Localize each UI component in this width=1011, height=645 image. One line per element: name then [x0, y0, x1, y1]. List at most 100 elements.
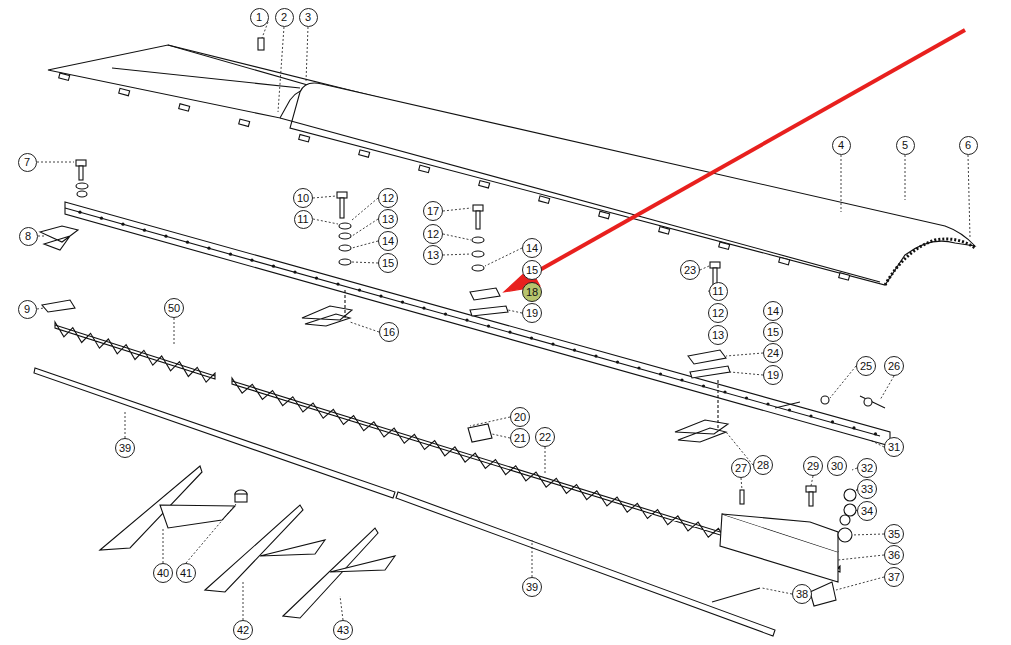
callout-number: 23: [684, 265, 696, 276]
callout-number: 33: [861, 484, 873, 495]
callout-number: 15: [767, 327, 779, 338]
callout-number: 14: [382, 236, 394, 247]
callout-circle: 12: [708, 303, 728, 323]
callout-number: 36: [888, 550, 900, 561]
callout-circle: 40: [153, 563, 173, 583]
callout-circle: 3: [299, 8, 318, 27]
callout-circle: 29: [803, 456, 823, 476]
callout-circle: 15: [378, 253, 398, 273]
callout-number: 5: [902, 140, 908, 151]
callout-number: 26: [888, 361, 900, 372]
callout-circle: 36: [884, 545, 904, 565]
callout-circle: 22: [535, 427, 555, 447]
callout-circle: 38: [792, 584, 812, 604]
callout-number: 20: [514, 412, 526, 423]
callout-circle: 19: [522, 303, 542, 323]
callout-circle: 26: [884, 356, 904, 376]
callout-number: 18: [526, 287, 538, 298]
callout-circle: 28: [753, 455, 773, 475]
callout-number: 24: [767, 348, 779, 359]
callout-number: 31: [888, 442, 900, 453]
callout-number: 10: [297, 193, 309, 204]
callout-circle: 12: [423, 224, 443, 244]
callout-circle: 21: [510, 428, 530, 448]
callout-circle: 13: [378, 209, 398, 229]
callout-circle: 39: [115, 438, 135, 458]
callout-circle: 15: [763, 322, 783, 342]
callout-number: 12: [382, 193, 394, 204]
callout-circle: 9: [18, 300, 37, 319]
callout-circle: 42: [233, 620, 253, 640]
callout-circle: 27: [731, 458, 751, 478]
callout-circle: 6: [959, 136, 978, 155]
callout-circle: 5: [896, 136, 915, 155]
callout-circle: 39: [522, 577, 542, 597]
callout-number: 42: [237, 625, 249, 636]
callout-circle: 15: [522, 260, 542, 280]
callout-circle: 25: [856, 356, 876, 376]
callout-number: 32: [861, 463, 873, 474]
callout-number: 4: [838, 140, 844, 151]
callout-circle: 14: [522, 238, 542, 258]
callout-number: 13: [427, 250, 439, 261]
callout-number: 21: [514, 433, 526, 444]
callout-number: 14: [767, 306, 779, 317]
callout-number: 12: [427, 229, 439, 240]
callout-number: 19: [767, 370, 779, 381]
callout-number: 7: [24, 157, 30, 168]
callout-circle: 19: [763, 365, 783, 385]
callout-circle: 37: [884, 567, 904, 587]
callout-circle: 14: [763, 301, 783, 321]
callout-circle: 31: [884, 437, 904, 457]
callout-circle: 7: [18, 153, 37, 172]
callout-circle: 32: [857, 458, 877, 478]
callout-number: 30: [831, 461, 843, 472]
callout-circle: 8: [19, 227, 38, 246]
callout-circle: 50: [164, 298, 184, 318]
callout-circle: 2: [275, 8, 294, 27]
callout-number: 15: [382, 258, 394, 269]
callout-number: 41: [180, 568, 192, 579]
callout-number: 13: [382, 214, 394, 225]
callout-circle: 11: [294, 210, 313, 229]
callout-number: 39: [526, 582, 538, 593]
callout-number: 17: [427, 206, 439, 217]
callout-number: 38: [796, 589, 808, 600]
callout-circle: 18: [522, 282, 542, 302]
callout-number: 11: [712, 286, 723, 297]
callout-circle: 43: [333, 620, 353, 640]
callout-circle: 30: [827, 456, 847, 476]
callout-number: 40: [157, 568, 169, 579]
callout-number: 1: [256, 12, 262, 23]
callout-circle: 41: [176, 563, 196, 583]
callout-number: 35: [888, 529, 900, 540]
callout-circle: 13: [708, 325, 728, 345]
callout-circle: 33: [857, 479, 877, 499]
callout-circle: 35: [884, 524, 904, 544]
callout-number: 15: [526, 265, 538, 276]
callout-number: 13: [712, 330, 724, 341]
callout-circle: 13: [423, 245, 443, 265]
callout-circle: 17: [423, 201, 443, 221]
callout-number: 11: [297, 214, 308, 225]
callout-circle: 24: [763, 343, 783, 363]
callout-number: 14: [526, 243, 538, 254]
callout-circle: 11: [709, 282, 728, 301]
callout-circle: 34: [857, 501, 877, 521]
callout-circle: 16: [379, 322, 399, 342]
callout-number: 25: [860, 361, 872, 372]
callout-number: 50: [168, 303, 180, 314]
callout-number: 39: [119, 443, 131, 454]
callout-number: 19: [526, 308, 538, 319]
callout-circle: 23: [680, 260, 700, 280]
callout-number: 29: [807, 461, 819, 472]
callout-number: 34: [861, 506, 873, 517]
callout-number: 28: [757, 460, 769, 471]
callout-number: 8: [25, 231, 31, 242]
callout-circle: 20: [510, 407, 530, 427]
callout-number: 2: [281, 12, 287, 23]
callout-circle: 10: [293, 188, 313, 208]
callout-number: 16: [383, 327, 395, 338]
